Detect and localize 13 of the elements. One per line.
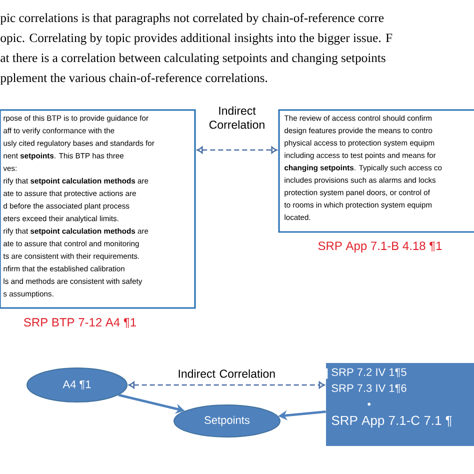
ellipse-node: A4 ¶1 — [26, 368, 128, 402]
ellipse-node: Setpoints — [174, 404, 280, 438]
reference-caption: SRP BTP 7-12 A4 ¶1 — [24, 318, 136, 328]
paragraph-line: pic correlations is that paragraphs not correlated by chain-of-reference corre — [0, 13, 384, 25]
paragraph-line: at there is a correlation between calculating setpoints and changing setpoints — [0, 53, 386, 65]
edge-label: Indirect Correlation — [178, 369, 275, 378]
arrow — [196, 146, 278, 154]
paragraph-line: opic. Correlating by topic provides additional insights into the bigger issue. F — [0, 33, 392, 45]
arrow — [128, 381, 325, 389]
reference-box: SRP 7.2 IV 1¶5 SRP 7.3 IV 1¶6 • SRP App 7.1-C 7.1 ¶ — [326, 363, 474, 446]
paragraph-line: pplement the various chain-of-reference correlations. — [0, 73, 268, 85]
reference-caption: SRP App 7.1-B 4.18 ¶1 — [318, 242, 442, 252]
edge-label: Indirect Correlation — [209, 106, 264, 129]
